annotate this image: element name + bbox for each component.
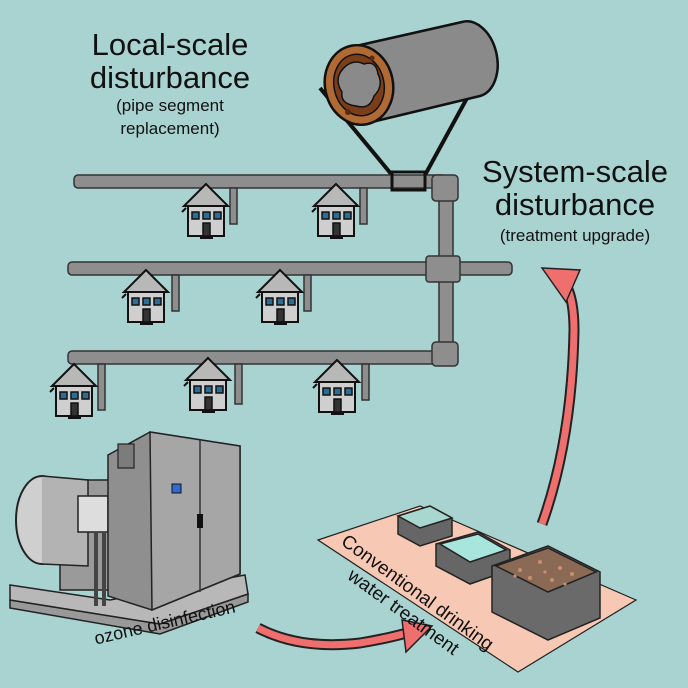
house-icon (181, 183, 229, 240)
corroded-pipe-icon (323, 20, 499, 127)
local-subtitle: (pipe segment replacement) (70, 94, 270, 140)
local-title: Local-scale disturbance (70, 28, 270, 94)
treatment-plant (316, 505, 638, 673)
house-icon (121, 269, 169, 326)
local-sub-line1: (pipe segment (116, 96, 224, 115)
houses (49, 183, 360, 420)
segment-highlight (390, 170, 427, 192)
house-icon (255, 269, 303, 326)
house-icon (311, 183, 359, 240)
system-title-line1: System-scale (481, 154, 669, 189)
arrow-head (540, 267, 582, 304)
system-subtitle: (treatment upgrade) (499, 226, 651, 245)
arrow-head (401, 619, 434, 654)
process-arrows (255, 267, 582, 654)
house-icon (49, 363, 97, 420)
local-title-line2: disturbance (89, 60, 251, 95)
house-icon (312, 359, 360, 416)
local-title-line1: Local-scale (91, 27, 249, 62)
pipe-network (67, 174, 513, 411)
system-title: System-scale disturbance (465, 155, 685, 221)
system-title-line2: disturbance (494, 187, 656, 222)
ozone-generator (9, 431, 249, 635)
local-sub-line2: replacement) (120, 119, 220, 138)
house-icon (183, 357, 231, 414)
